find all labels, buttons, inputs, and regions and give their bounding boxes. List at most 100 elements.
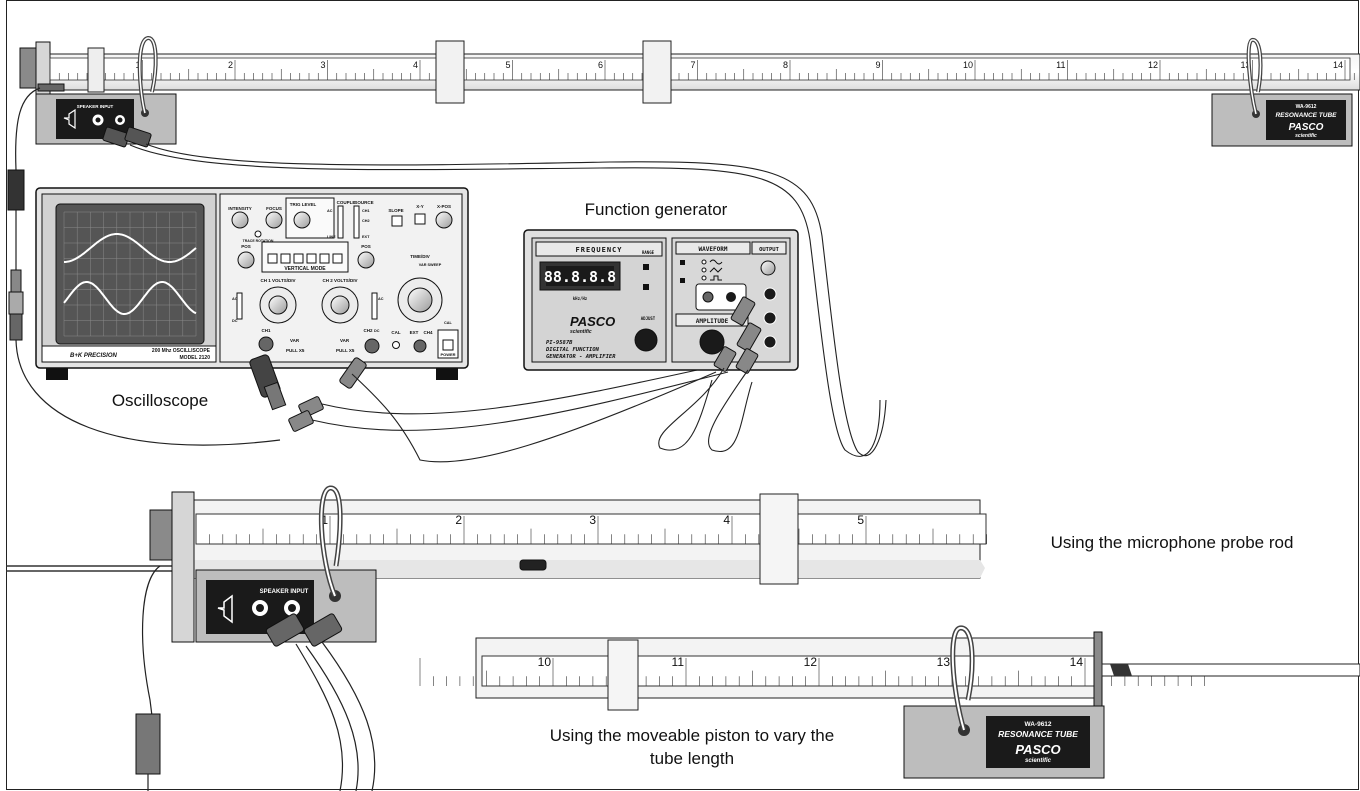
focus-knob[interactable] — [265, 211, 283, 229]
slope-button[interactable] — [391, 215, 403, 227]
bot-wire-loop-highlight — [951, 627, 974, 731]
cal-terminal[interactable] — [392, 341, 400, 349]
fg-output-knob[interactable] — [760, 260, 776, 276]
ch1-bnc-adapter — [263, 381, 287, 411]
ch2-ac-dc-switch[interactable] — [371, 292, 378, 320]
couple-slider[interactable] — [337, 205, 344, 239]
bot-number: 11 — [672, 655, 685, 669]
speaker-leads — [129, 143, 887, 457]
scope-lead-to-fg-1 — [321, 364, 721, 415]
label-x-pos: X-POS — [437, 204, 451, 209]
top-banana-plug-2 — [124, 126, 152, 148]
fg-wave-led-1 — [701, 259, 707, 265]
fg-waveform-label: WAVEFORM — [699, 246, 728, 253]
fg-hz-khz: kHz/Hz — [573, 296, 588, 301]
ch1-bnc-input[interactable] — [258, 336, 274, 352]
bot-number: 14 — [1070, 655, 1084, 669]
mid-mic-cable — [141, 565, 161, 717]
bot-brand-model: WA-9612 — [1024, 721, 1051, 728]
ch1-ac-dc-switch[interactable] — [236, 292, 243, 320]
fg-wave-led-2 — [701, 267, 707, 273]
fg-wave-up[interactable] — [680, 260, 685, 265]
top-number: 14 — [1333, 60, 1343, 70]
top-probe-connector — [37, 83, 65, 92]
label-pos-ch1: POS — [241, 244, 251, 249]
ext-bnc-input[interactable] — [413, 339, 427, 353]
top-number: 8 — [783, 60, 788, 70]
scope-nameplate — [41, 345, 217, 363]
fg-square-icon — [710, 275, 722, 281]
fg-desc-2: GENERATOR - AMPLIFIER — [546, 354, 616, 360]
fg-ttl-jack[interactable] — [726, 292, 736, 302]
mic-cable-upper — [15, 87, 41, 171]
ch2-pos-knob[interactable] — [357, 251, 375, 269]
vmode-btn-5[interactable] — [319, 253, 330, 264]
x-pos-knob[interactable] — [435, 211, 453, 229]
fg-out-jack-3[interactable] — [763, 335, 777, 349]
top-brand-plate — [1266, 100, 1346, 140]
power-button[interactable] — [442, 339, 454, 351]
trig-level-knob[interactable] — [293, 211, 311, 229]
fg-wave-led-3 — [701, 275, 707, 281]
ch1-ac-label: AC — [232, 297, 238, 301]
vmode-btn-1[interactable] — [267, 253, 278, 264]
vmode-btn-4[interactable] — [306, 253, 317, 264]
label-ch4: CH4 — [423, 330, 432, 335]
time-div-knob[interactable] — [407, 287, 433, 313]
fg-plug-2 — [736, 322, 762, 352]
scope-trace-ch1 — [64, 233, 197, 263]
fg-range-up[interactable] — [643, 264, 649, 270]
fg-sine-icon — [709, 259, 723, 265]
fg-adjust-label: ADJUST — [641, 316, 656, 321]
fg-out-jack-2[interactable] — [763, 311, 777, 325]
label-ch1-volts: CH 1 VOLTS/DIV — [261, 278, 296, 283]
label-intensity: INTENSITY — [228, 206, 252, 211]
vmode-btn-2[interactable] — [280, 253, 291, 264]
ch1-volts-knob[interactable] — [268, 295, 288, 315]
ch2-volts-knob[interactable] — [330, 295, 350, 315]
top-number: 5 — [505, 60, 510, 70]
vmode-btn-3[interactable] — [293, 253, 304, 264]
top-brand-logo: PASCO — [1289, 122, 1324, 133]
fg-amplitude-knob[interactable] — [699, 329, 725, 355]
fg-wave-down[interactable] — [680, 278, 685, 283]
fg-adjust-knob[interactable] — [634, 328, 658, 352]
bot-scale-ticks — [419, 658, 1205, 686]
mid-mic-amplifier — [135, 713, 161, 775]
fg-range-down[interactable] — [643, 284, 649, 290]
mid-number: 2 — [455, 513, 462, 527]
top-clamp-1 — [435, 40, 465, 104]
bot-brand-title: RESONANCE TUBE — [998, 729, 1078, 739]
label-ch2-input: CH2 — [363, 328, 372, 333]
x-y-button[interactable] — [414, 213, 426, 225]
mid-lead-3 — [321, 641, 376, 791]
top-scale-ticks — [49, 60, 1355, 80]
ch2-bnc-input[interactable] — [364, 338, 380, 354]
fg-output-header — [751, 241, 787, 255]
mid-speaker-icon — [217, 594, 233, 624]
mid-number: 3 — [589, 513, 596, 527]
ch1-pos-knob[interactable] — [237, 251, 255, 269]
fg-out-jack-1[interactable] — [763, 287, 777, 301]
label-trace-rotation: TRACE ROTATION — [243, 239, 274, 243]
mic-bnc-plug — [8, 291, 24, 315]
mid-number: 5 — [857, 513, 864, 527]
fg-sync-jack[interactable] — [702, 291, 714, 303]
label-power: POWER — [440, 352, 455, 357]
scope-lead-plug-2 — [288, 410, 314, 432]
ch2-ac-label: AC — [378, 297, 384, 301]
top-number: 4 — [413, 60, 418, 70]
trace-rotation-screw[interactable] — [254, 230, 262, 238]
vmode-btn-6[interactable] — [332, 253, 343, 264]
fg-amplitude-label: AMPLITUDE — [696, 318, 729, 325]
fg-frequency-label: FREQUENCY — [576, 246, 623, 254]
intensity-knob[interactable] — [231, 211, 249, 229]
caption-oscilloscope: Oscilloscope — [112, 391, 208, 410]
bot-brand-sub: scientific — [1025, 758, 1052, 764]
source-slider[interactable] — [353, 205, 360, 239]
mid-scale-ticks — [195, 516, 987, 544]
top-number: 7 — [690, 60, 695, 70]
